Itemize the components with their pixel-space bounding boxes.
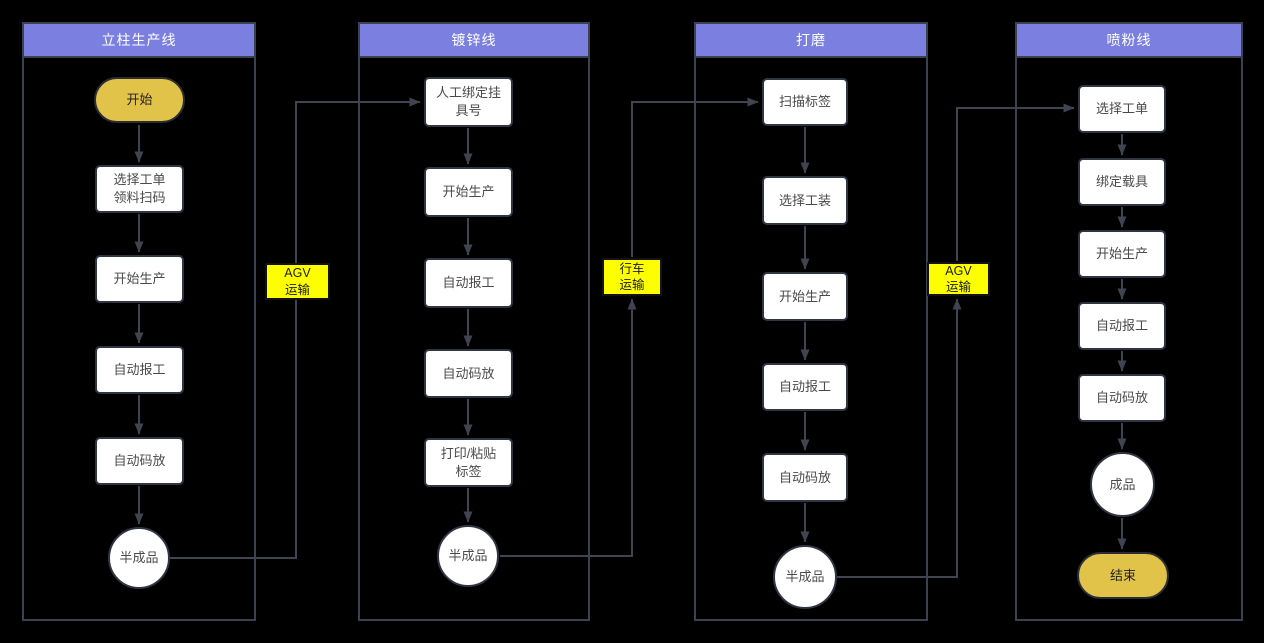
lane-header-column-production-line: 立柱生产线: [24, 24, 254, 58]
node-l3-semi-finished: 半成品: [773, 545, 837, 609]
node-l2-auto-report: 自动报工: [424, 258, 513, 308]
transport-agv-1: AGV 运输: [265, 263, 330, 300]
node-l4-auto-stack: 自动码放: [1078, 374, 1166, 422]
node-l3-select-fixture: 选择工装: [762, 176, 848, 225]
node-l1-select-order-scan: 选择工单 领料扫码: [95, 165, 184, 213]
transport-agv-2: AGV 运输: [927, 262, 990, 296]
node-l4-select-order: 选择工单: [1078, 85, 1166, 133]
lane-header-powder-coating-line: 喷粉线: [1017, 24, 1241, 58]
node-end: 结束: [1077, 552, 1169, 599]
lane-powder-coating-line: 喷粉线: [1015, 22, 1243, 621]
node-l2-print-label: 打印/粘贴 标签: [424, 438, 513, 487]
node-l1-auto-stack: 自动码放: [95, 437, 184, 485]
node-l1-auto-report: 自动报工: [95, 346, 184, 394]
node-l2-auto-stack: 自动码放: [424, 349, 513, 398]
node-l1-start-production: 开始生产: [95, 255, 184, 303]
node-l4-start-production: 开始生产: [1078, 230, 1166, 278]
lane-header-galvanizing-line: 镀锌线: [360, 24, 588, 58]
node-l2-bind-hanger: 人工绑定挂 具号: [424, 77, 513, 127]
node-l3-auto-stack: 自动码放: [762, 453, 848, 502]
node-start: 开始: [94, 77, 185, 123]
node-l1-semi-finished: 半成品: [108, 527, 170, 589]
node-l4-auto-report: 自动报工: [1078, 302, 1166, 350]
node-l2-start-production: 开始生产: [424, 167, 513, 217]
node-l4-finished: 成品: [1090, 452, 1155, 517]
node-l2-semi-finished: 半成品: [437, 525, 499, 587]
node-l3-auto-report: 自动报工: [762, 363, 848, 411]
node-l4-bind-carrier: 绑定载具: [1078, 158, 1166, 206]
lane-header-grinding: 打磨: [696, 24, 926, 58]
transport-crane: 行车 运输: [602, 258, 662, 296]
node-l3-start-production: 开始生产: [762, 272, 848, 321]
node-l3-scan-label: 扫描标签: [762, 78, 848, 126]
